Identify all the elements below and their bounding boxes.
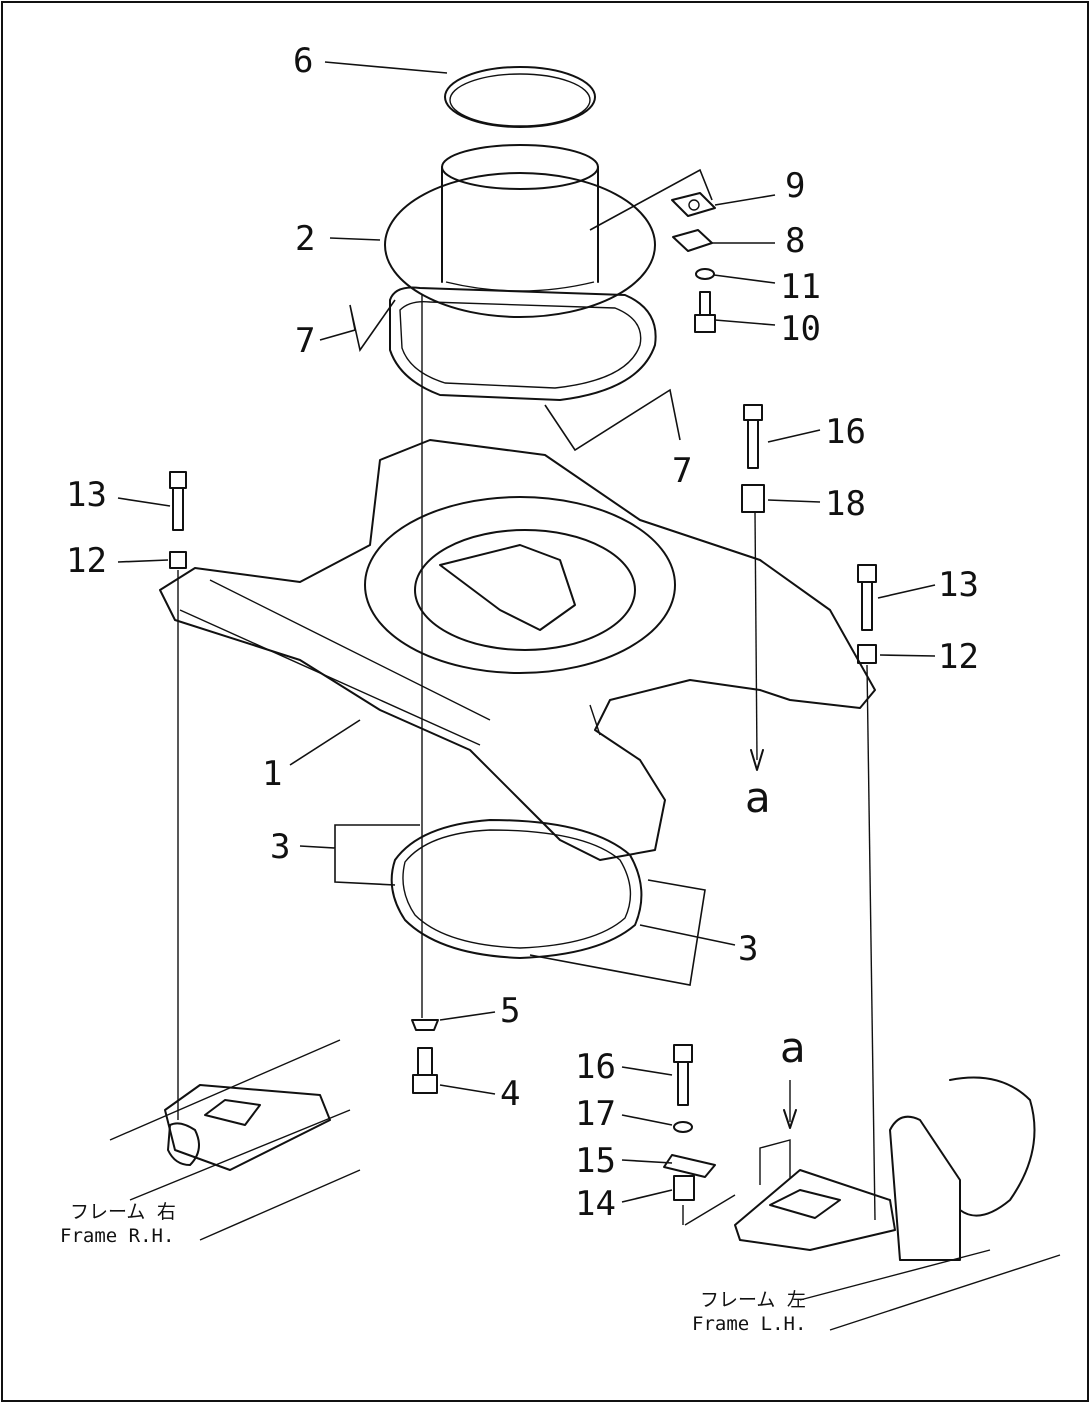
part-label: 7 xyxy=(295,321,315,361)
part-label: 3 xyxy=(270,827,290,867)
frame-rh-caption-jp: フレーム 右 xyxy=(70,1201,176,1223)
part-label: 16 xyxy=(575,1047,616,1087)
snap-ring-part xyxy=(444,66,596,128)
part-label: 12 xyxy=(938,637,979,677)
part-label: 8 xyxy=(785,221,805,261)
part-label: 10 xyxy=(780,309,821,349)
part-label: 18 xyxy=(825,484,866,524)
collar-part-14 xyxy=(673,1175,695,1201)
view-label: a xyxy=(745,773,771,822)
lower-washer-part xyxy=(411,1019,439,1031)
part-label: 14 xyxy=(575,1184,616,1224)
bolt-part-13-right xyxy=(857,564,877,631)
part-label: 7 xyxy=(672,451,692,491)
frame-lh-caption-en: Frame L.H. xyxy=(692,1313,806,1335)
part-labels: 6 2 9 8 11 10 7 7 16 18 13 12 13 12 1 a … xyxy=(66,41,979,1224)
part-label: 13 xyxy=(938,565,979,605)
part-label: 1 xyxy=(262,754,282,794)
part-label: 17 xyxy=(575,1094,616,1134)
cover-plate-part xyxy=(671,192,716,217)
frame-captions: フレーム 右 Frame R.H. フレーム 左 Frame L.H. xyxy=(60,1201,806,1335)
spacer-part-12-left xyxy=(169,551,187,569)
shim-part xyxy=(389,286,657,401)
frame-lh-part xyxy=(734,1076,1061,1331)
part-label: 9 xyxy=(785,166,805,206)
part-label: 16 xyxy=(825,412,866,452)
frame-rh-part xyxy=(109,1039,361,1241)
part-label: 13 xyxy=(66,475,107,515)
spacer-part-12-right xyxy=(857,644,877,664)
part-label: 15 xyxy=(575,1141,616,1181)
bolt-part-16-lower xyxy=(673,1044,693,1106)
collar-part-18 xyxy=(741,484,765,513)
part-label: 11 xyxy=(780,267,821,307)
plate-part-15 xyxy=(663,1154,716,1178)
bolt-part-10 xyxy=(694,291,716,333)
leader-lines xyxy=(117,61,936,1203)
assembly-lines xyxy=(177,295,876,1226)
view-label: a xyxy=(780,1023,806,1072)
bolt-part-16-upper xyxy=(743,404,763,469)
washer-part xyxy=(695,268,715,280)
part-label: 4 xyxy=(500,1074,520,1114)
frame-rh-caption-en: Frame R.H. xyxy=(60,1225,174,1247)
frame-lh-caption-jp: フレーム 左 xyxy=(700,1289,806,1311)
lower-shim-part xyxy=(390,819,643,959)
cover-gasket-part xyxy=(672,229,713,252)
part-label: 2 xyxy=(295,219,315,259)
part-label: 6 xyxy=(293,41,313,81)
part-label: 5 xyxy=(500,991,520,1031)
part-label: 3 xyxy=(738,929,758,969)
bolt-part-13-left xyxy=(169,471,187,531)
washer-part-17 xyxy=(673,1121,693,1133)
part-label: 12 xyxy=(66,541,107,581)
main-frame-part xyxy=(159,439,876,861)
bolt-part-4 xyxy=(412,1047,438,1094)
